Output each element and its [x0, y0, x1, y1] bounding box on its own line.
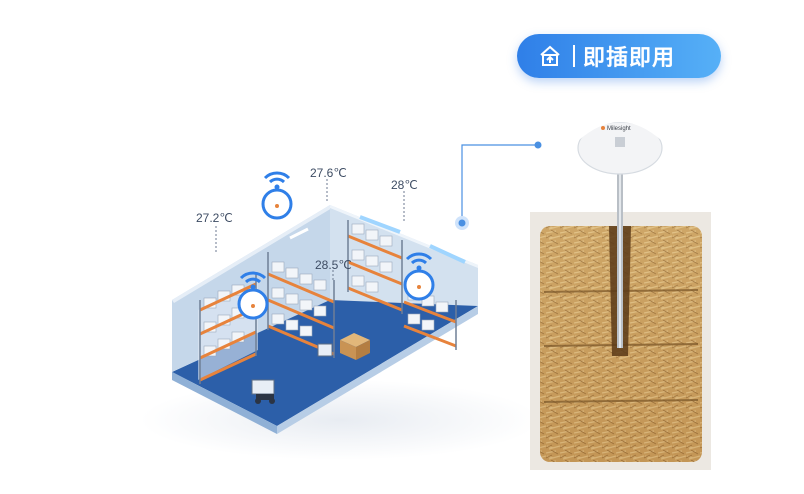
temperature-label: 27.2℃ [196, 211, 233, 225]
sensor-marker-3 [403, 252, 435, 301]
brand-logo-icon [601, 126, 605, 130]
soil-sensor-device: Milesight [577, 116, 663, 348]
badge-label: 即插即用 [583, 46, 676, 71]
connector-line [455, 141, 542, 230]
rack-middle [267, 252, 335, 358]
temperature-label: 28℃ [391, 178, 418, 192]
temperature-leaders [215, 179, 405, 282]
plug-and-play-badge: 即插即用 [517, 34, 721, 78]
sensor-marker-1 [261, 171, 293, 220]
box-pallet [340, 333, 370, 360]
temperature-label: 27.6℃ [310, 166, 347, 180]
temperature-label: 28.5℃ [315, 258, 352, 272]
forklift [251, 343, 333, 404]
sensor-marker-2 [237, 271, 269, 320]
device-brand: Milesight [607, 126, 631, 132]
home-upload-icon [535, 41, 565, 71]
badge-divider [573, 45, 575, 67]
